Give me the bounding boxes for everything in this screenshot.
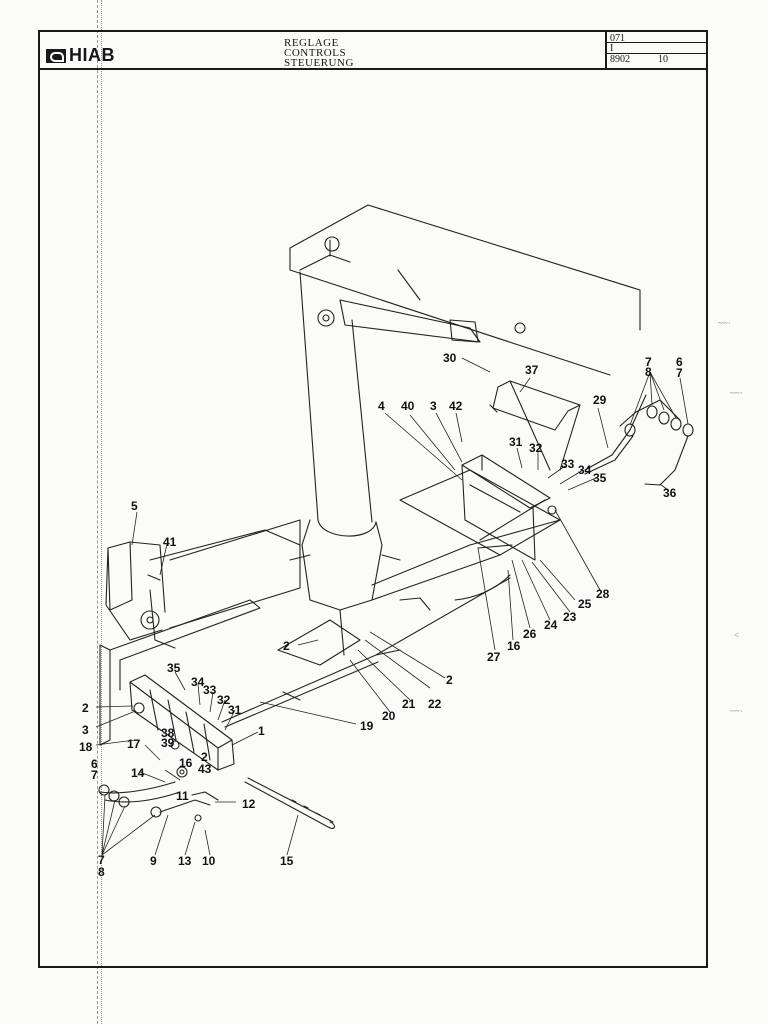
- scan-margin-line: [97, 0, 98, 1024]
- callout-number: 25: [578, 597, 592, 611]
- callout-number: 34: [578, 463, 592, 477]
- callout-number: 7: [645, 355, 652, 369]
- callout-number: 35: [593, 471, 607, 485]
- crane-boom: [289, 204, 641, 376]
- callout-number: 7: [91, 768, 98, 782]
- left-lever-kit: [98, 777, 336, 829]
- control-rod: [221, 544, 513, 728]
- callout-number: 28: [596, 587, 610, 601]
- callout-number: 9: [150, 854, 157, 868]
- guard-37: [489, 380, 581, 471]
- callout-number: 11: [176, 789, 189, 803]
- callout-number: 40: [401, 399, 415, 413]
- brand-name: HIAB: [69, 45, 115, 65]
- left-control-block: [129, 674, 235, 778]
- callout-number: 4: [378, 399, 385, 413]
- code-section: I: [610, 43, 614, 54]
- callout-number: 29: [593, 393, 607, 407]
- scan-mark: <: [734, 630, 740, 640]
- callout-number: 41: [163, 535, 177, 549]
- callout-number: 7: [676, 366, 683, 380]
- callout-number: 12: [242, 797, 256, 811]
- title-german: STEUERUNG: [284, 57, 354, 69]
- callout-number: 31: [228, 703, 242, 717]
- callout-number: 43: [198, 762, 212, 776]
- brand-logo: HIAB: [46, 45, 115, 66]
- callout-number: 5: [131, 499, 138, 513]
- scan-mark: ~~·: [730, 388, 743, 398]
- callout-number: 33: [561, 457, 575, 471]
- code-group: 071: [610, 33, 625, 44]
- callout-number: 38: [161, 726, 175, 740]
- code-date: 8902: [610, 54, 630, 65]
- scan-mark: ~~·: [730, 706, 743, 716]
- callout-number: 8: [98, 865, 105, 879]
- page-title-block: REGLAGE CONTROLS STEUERUNG: [284, 37, 354, 69]
- callout-number: 16: [179, 756, 193, 770]
- callout-number: 31: [509, 435, 523, 449]
- callout-number: 14: [131, 766, 145, 780]
- callout-number: 30: [443, 351, 457, 365]
- crane-column: [289, 271, 401, 656]
- callout-number: 18: [79, 740, 93, 754]
- callout-number: 21: [402, 697, 416, 711]
- page-number: 10: [658, 54, 668, 65]
- callout-number: 6: [91, 757, 98, 771]
- callout-number: 26: [523, 627, 537, 641]
- title-english: CONTROLS: [284, 47, 347, 59]
- callout-number: 13: [178, 854, 192, 868]
- title-french: REGLAGE: [284, 37, 339, 49]
- callout-number: 3: [430, 399, 437, 413]
- callout-number: 2: [283, 639, 290, 653]
- scan-mark: ~~·: [718, 318, 731, 328]
- scan-margin-line: [101, 0, 102, 1024]
- callout-number: 34: [191, 675, 205, 689]
- right-lever-kit: [584, 394, 694, 486]
- guard-5: [105, 541, 166, 641]
- callout-number: 1: [258, 724, 265, 738]
- callout-number: 2: [446, 673, 453, 687]
- header-divider: [40, 68, 706, 70]
- callout-number: 19: [360, 719, 374, 733]
- callout-number: 32: [529, 441, 543, 455]
- callout-number: 33: [203, 683, 217, 697]
- code-divider: [607, 53, 708, 54]
- drawing-frame: HIAB REGLAGE CONTROLS STEUERUNG 071 I 89…: [38, 30, 708, 968]
- callout-number: 39: [161, 736, 175, 750]
- callout-number: 37: [525, 363, 539, 377]
- callout-number: 3: [82, 723, 89, 737]
- callout-number: 6: [676, 355, 683, 369]
- callout-number: 17: [127, 737, 141, 751]
- callout-number: 15: [280, 854, 294, 868]
- callout-leaders: [95, 357, 689, 856]
- callout-number: 7: [98, 853, 105, 867]
- callout-number: 27: [487, 650, 501, 664]
- callout-number: 16: [507, 639, 521, 653]
- right-control-bracket: [461, 454, 557, 561]
- callout-number: 2: [201, 750, 208, 764]
- callout-number: 35: [167, 661, 181, 675]
- callout-number: 20: [382, 709, 396, 723]
- callout-number: 24: [544, 618, 558, 632]
- hiab-logo-icon: [46, 48, 66, 63]
- callout-number: 8: [645, 365, 652, 379]
- callout-number: 42: [449, 399, 463, 413]
- callout-number: 10: [202, 854, 216, 868]
- callout-number: 32: [217, 693, 231, 707]
- callout-number: 22: [428, 697, 442, 711]
- document-code-box: 071 I 8902 10: [605, 32, 708, 68]
- base-frame: [99, 469, 561, 746]
- callout-number: 23: [563, 610, 577, 624]
- callout-number: 2: [82, 701, 89, 715]
- code-divider: [607, 42, 708, 43]
- callout-number: 36: [663, 486, 677, 500]
